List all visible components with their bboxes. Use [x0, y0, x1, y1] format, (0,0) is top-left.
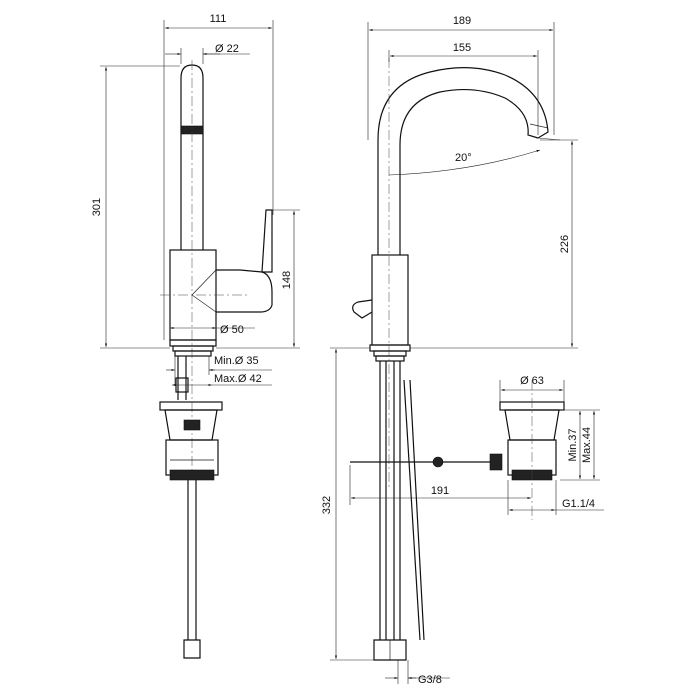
dim-hole-min: Min.Ø 35	[214, 355, 259, 367]
dim-body-diameter: Ø 50	[220, 324, 244, 336]
curved-spout-inner	[399, 88, 539, 255]
right-front-view: 189 155 20° 226 Ø 63 191 Min.37 Max.44	[321, 15, 604, 686]
dim-waste-diameter: Ø 63	[520, 375, 544, 387]
dim-hole-max: Max.Ø 42	[214, 373, 262, 385]
dim-right-total-width: 189	[453, 15, 471, 27]
dim-hose-length: 332	[321, 496, 333, 514]
dim-spout-reach: 155	[453, 42, 471, 54]
lever-base	[216, 269, 273, 313]
body-cone	[191, 269, 217, 313]
curved-spout-outer	[377, 67, 549, 255]
dim-spout-angle: 20°	[455, 152, 472, 164]
front-lever	[352, 299, 373, 319]
lever-handle	[261, 209, 273, 273]
dim-waste-max: Max.44	[581, 427, 593, 463]
dim-left-width: 111	[210, 13, 227, 25]
front-mixer-body	[371, 254, 409, 346]
dim-spout-diameter: Ø 22	[215, 43, 239, 55]
dim-spout-height: 226	[559, 235, 571, 253]
dim-left-total-height: 301	[91, 198, 103, 216]
dim-waste-thread: G1.1/4	[562, 498, 595, 510]
dim-rod-length: 191	[431, 485, 449, 497]
left-side-view: 111 Ø 22 301 148 Ø 50 Min.Ø 35 Max.Ø 42	[91, 13, 300, 659]
dim-hose-thread: G3/8	[418, 674, 442, 686]
dim-waste-min: Min.37	[567, 428, 579, 461]
waste-flange	[159, 401, 223, 411]
dim-lever-height: 148	[281, 271, 293, 289]
